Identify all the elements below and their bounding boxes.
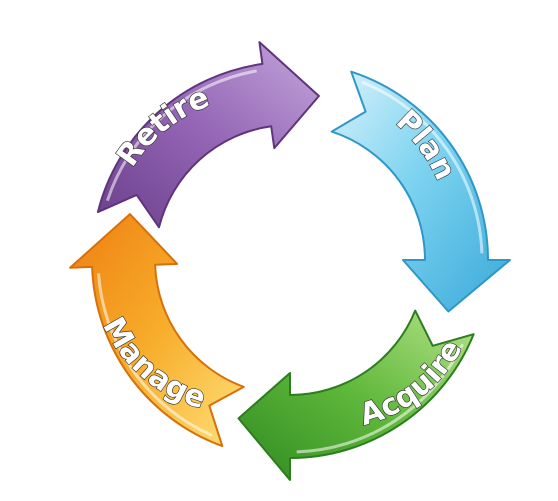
arrow-plan [330,70,511,313]
arrow-retire [96,41,320,229]
arrow-manage [69,213,245,448]
arrow-acquire [237,309,475,481]
arrow-plan-highlight [361,80,484,254]
arrow-manage-highlight [97,273,213,437]
arrow-acquire-highlight [296,343,464,454]
arrow-retire-highlight [105,69,257,202]
